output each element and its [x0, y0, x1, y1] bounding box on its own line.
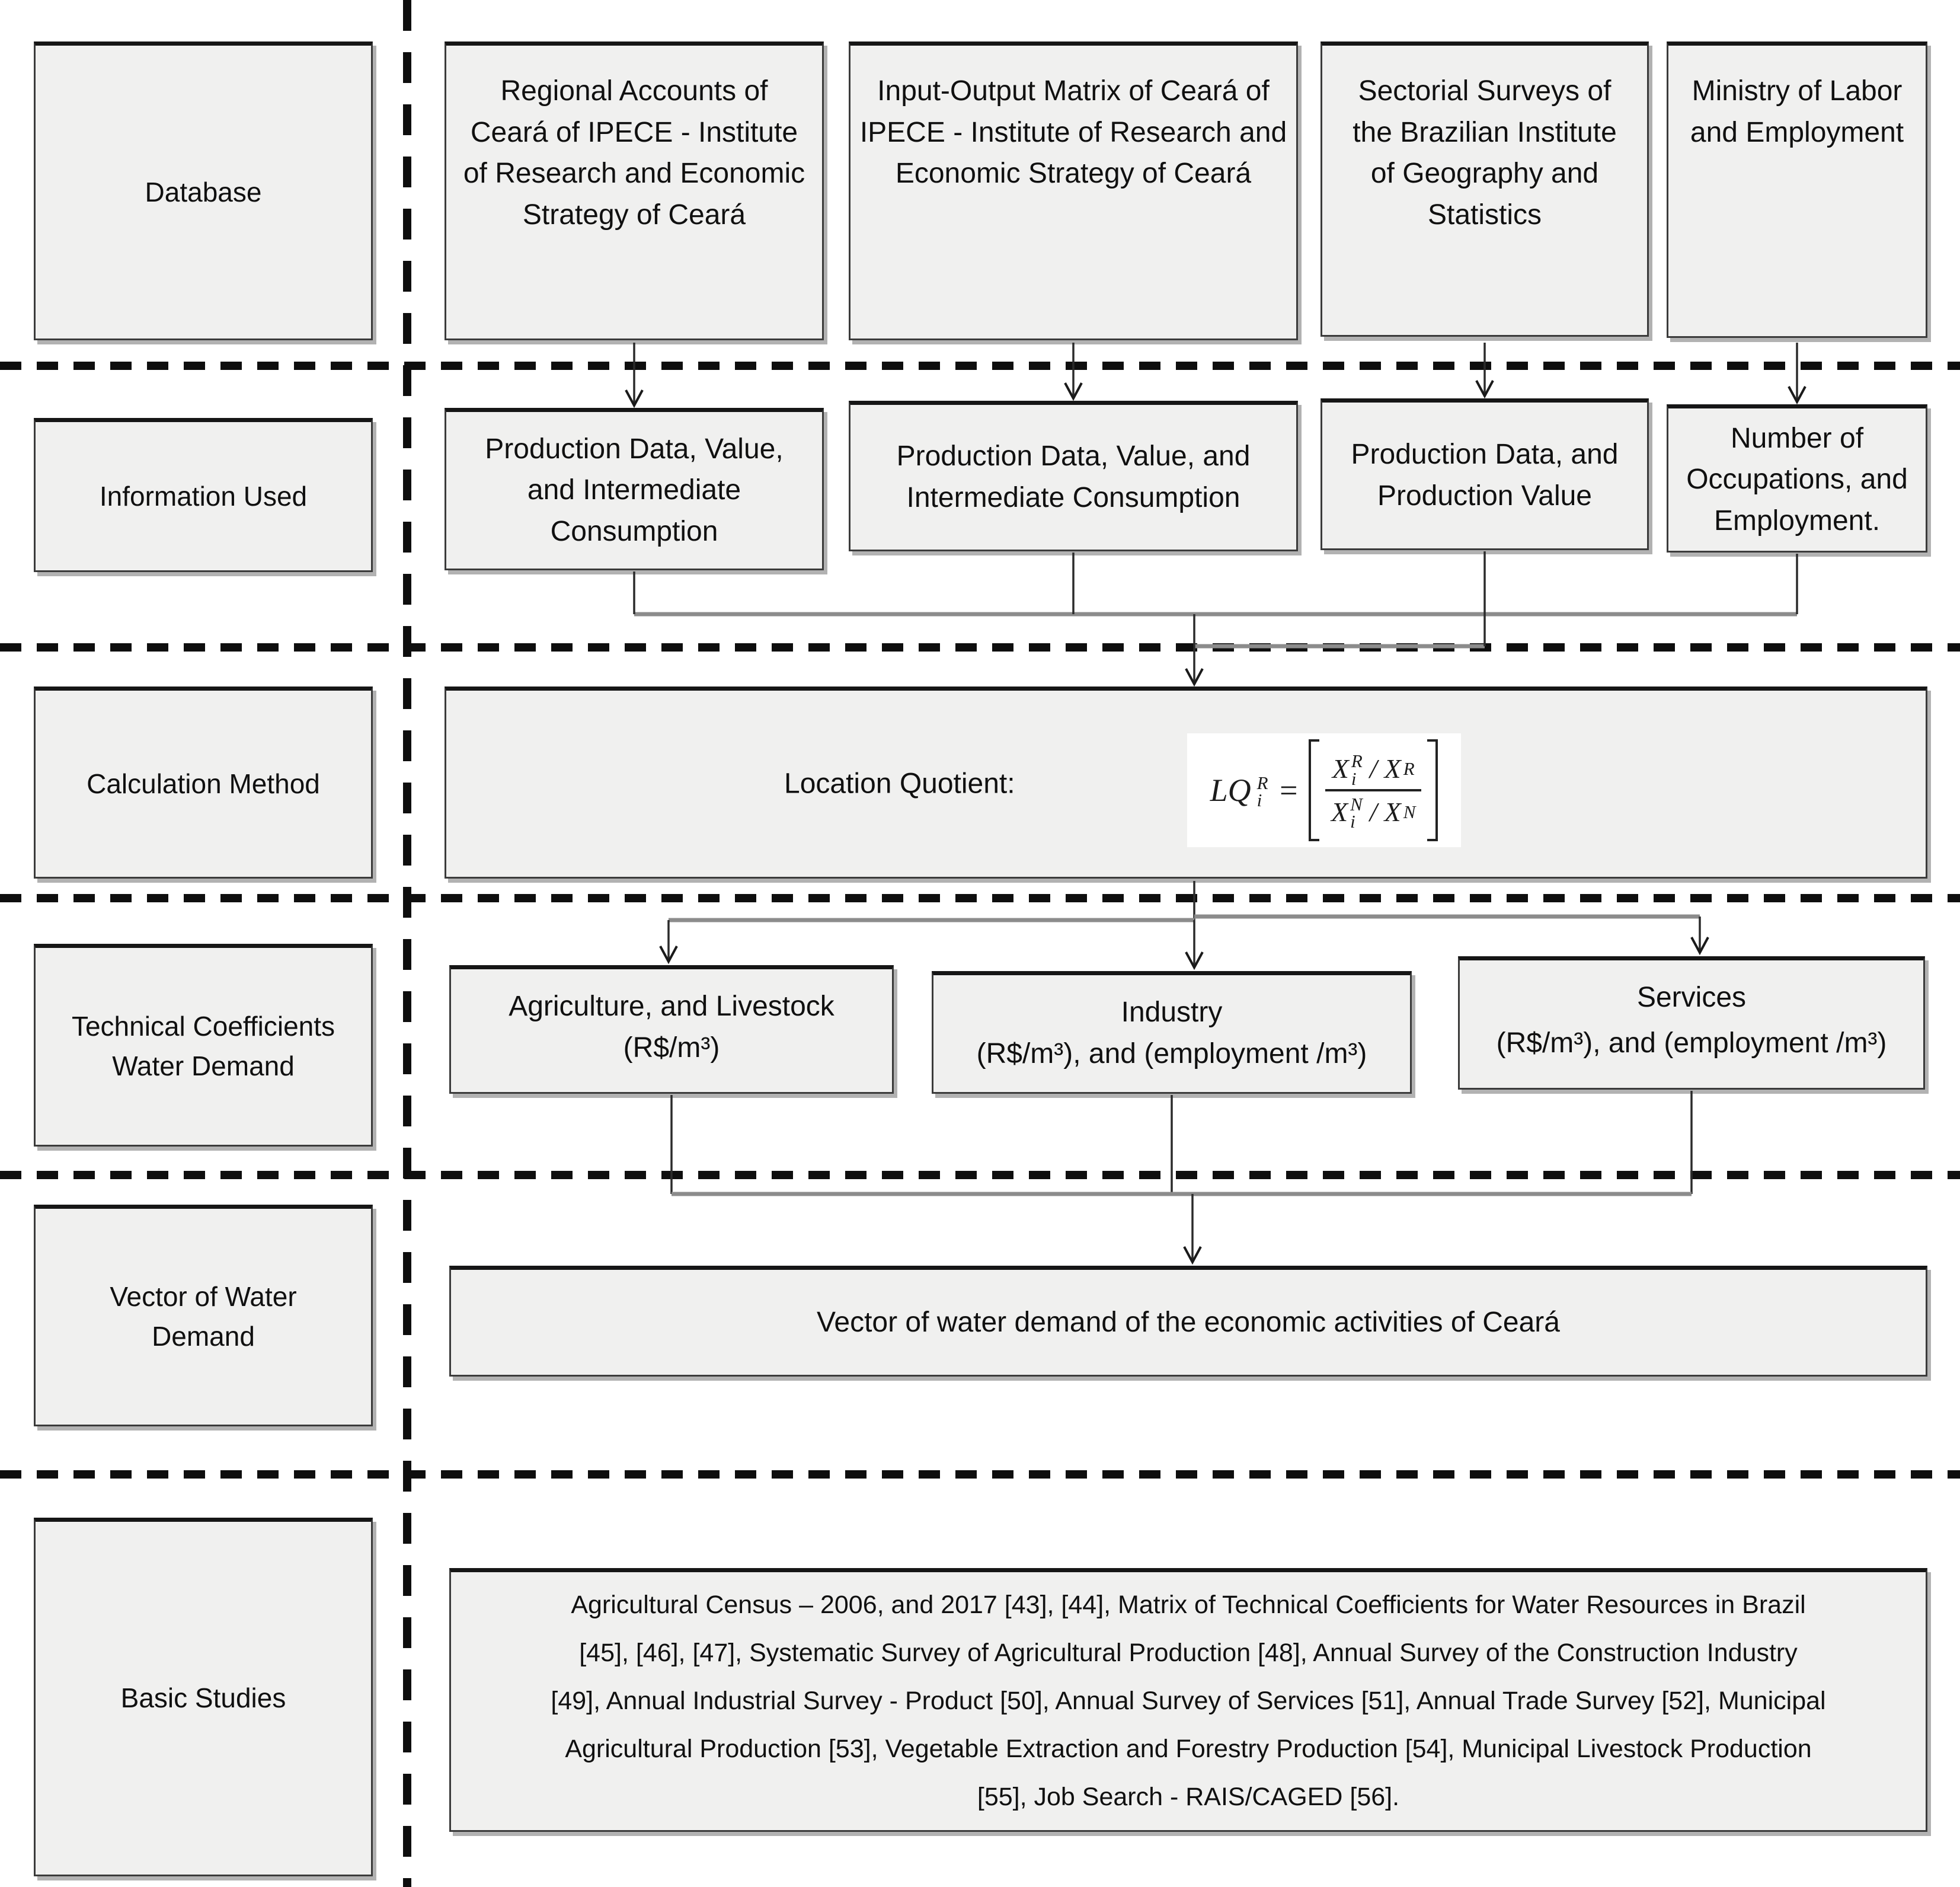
dashed-separator-information-calculation [0, 643, 1960, 652]
information-box-2: Production Data, Value, and Intermediate… [849, 401, 1298, 551]
database-box-input-output-matrix: Input-Output Matrix of Ceará of IPECE - … [849, 41, 1298, 340]
box-unit: (R$/m³), and (employment /m³) [1496, 1027, 1887, 1059]
vector-water-demand-box: Vector of water demand of the economic a… [449, 1266, 1927, 1377]
formula-equals: = [1277, 772, 1300, 808]
box-title: Services [1636, 982, 1747, 1013]
row-label-information-used: Information Used [34, 418, 373, 572]
box-text: Number of Occupations, and Employment. [1686, 422, 1908, 537]
information-box-4: Number of Occupations, and Employment. [1667, 404, 1927, 553]
row-label-text: Database [145, 176, 262, 207]
box-title: Agriculture, and Livestock [509, 991, 834, 1022]
dashed-separator-technical-vector [0, 1171, 1960, 1179]
row-label-text: Vector of Water Demand [110, 1281, 297, 1352]
dashed-separator-database-information [0, 362, 1960, 370]
dashed-separator-calculation-technical [0, 894, 1960, 902]
row-label-database: Database [34, 41, 373, 340]
box-unit: (R$/m³) [623, 1032, 720, 1064]
arrows-database-to-information [625, 343, 1806, 408]
formula-x: X [1384, 753, 1401, 784]
technical-box-services: Services (R$/m³), and (employment /m³) [1458, 956, 1925, 1090]
row-label-vector-water-demand: Vector of Water Demand [34, 1205, 373, 1426]
formula-sup: N [1403, 801, 1416, 822]
information-box-3: Production Data, and Production Value [1320, 398, 1649, 550]
formula-sub: i [1351, 768, 1357, 789]
formula-sub: i [1350, 811, 1355, 832]
formula-sup: R [1351, 751, 1363, 772]
formula-sup: R [1256, 772, 1268, 793]
information-box-1: Production Data, Value, and Intermediate… [445, 408, 824, 570]
formula-x: X [1331, 796, 1348, 827]
technical-box-agriculture: Agriculture, and Livestock (R$/m³) [449, 965, 894, 1094]
vertical-dashed-separator [403, 0, 411, 1887]
formula-right-bracket [1427, 739, 1438, 841]
formula-slash: / [1369, 753, 1377, 784]
formula-sub: i [1256, 790, 1262, 810]
formula-slash: / [1369, 796, 1377, 827]
box-text: Regional Accounts of Ceará of IPECE - In… [463, 75, 805, 231]
formula-fraction-bar [1325, 789, 1422, 791]
database-box-regional-accounts: Regional Accounts of Ceará of IPECE - In… [445, 41, 824, 340]
dashed-separator-vector-basic [0, 1470, 1960, 1479]
database-box-ministry-labor: Ministry of Labor and Employment [1667, 41, 1927, 338]
formula-x: X [1384, 796, 1401, 827]
box-text: Vector of water demand of the economic a… [817, 1306, 1560, 1338]
box-text: Production Data, Value, and Intermediate… [896, 440, 1251, 513]
formula-left-bracket [1309, 739, 1320, 841]
box-unit: (R$/m³), and (employment /m³) [976, 1037, 1367, 1069]
formula-sup: N [1350, 794, 1363, 815]
basic-studies-box: Agricultural Census – 2006, and 2017 [43… [449, 1568, 1927, 1832]
row-label-basic-studies: Basic Studies [34, 1518, 373, 1876]
box-title: Industry [1121, 997, 1223, 1028]
row-label-calculation-method: Calculation Method [34, 687, 373, 879]
location-quotient-label: Location Quotient: [784, 768, 1015, 800]
box-text: Ministry of Labor and Employment [1690, 75, 1904, 148]
box-text: Sectorial Surveys of the Brazilian Insti… [1353, 75, 1617, 231]
row-label-text: Information Used [99, 480, 308, 512]
box-text: Input-Output Matrix of Ceará of IPECE - … [859, 75, 1287, 190]
database-box-sectorial-surveys: Sectorial Surveys of the Brazilian Insti… [1320, 41, 1649, 337]
box-text: Production Data, and Production Value [1351, 439, 1619, 512]
technical-box-industry: Industry (R$/m³), and (employment /m³) [932, 971, 1412, 1094]
row-label-text: Calculation Method [87, 768, 320, 799]
formula-x: X [1332, 753, 1349, 784]
box-text: Production Data, Value, and Intermediate… [485, 433, 784, 547]
row-label-text: Technical Coefficients Water Demand [71, 1011, 335, 1081]
box-text: Agricultural Census – 2006, and 2017 [43… [551, 1591, 1826, 1811]
formula-lhs-base: LQ [1210, 772, 1251, 808]
row-label-technical-coefficients: Technical Coefficients Water Demand [34, 944, 373, 1147]
formula-sup: R [1403, 758, 1415, 780]
connector-information-to-calculation [633, 551, 1798, 687]
row-label-text: Basic Studies [120, 1682, 286, 1714]
